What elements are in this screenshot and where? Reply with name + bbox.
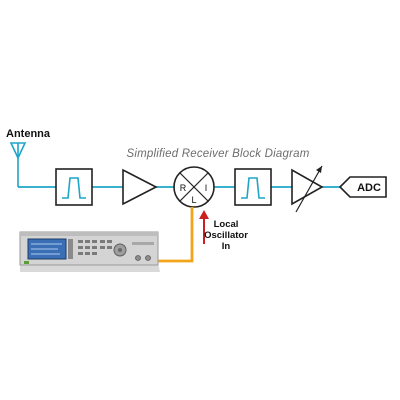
- mixer-port-r: R: [180, 183, 187, 193]
- lo-input-arrow: [199, 210, 209, 244]
- signal-generator-instrument: [19, 231, 160, 272]
- lo-label-line-2: Oscillator: [204, 230, 248, 241]
- antenna-label: Antenna: [6, 128, 51, 140]
- bandpass-filter-icon: [55, 168, 93, 206]
- adc-label: ADC: [357, 182, 381, 194]
- diagram-title: Simplified Receiver Block Diagram: [127, 148, 310, 160]
- antenna-icon: [9, 142, 27, 187]
- bandpass-filter-icon: [234, 168, 272, 206]
- lo-label-line-3: In: [222, 241, 231, 252]
- mixer-port-i: I: [205, 183, 208, 193]
- variable-gain-amplifier-icon: [291, 165, 324, 213]
- adc-block: ADC: [338, 176, 387, 198]
- amplifier-icon: [122, 168, 158, 206]
- lo-label-line-1: Local: [214, 219, 239, 230]
- instrument-keypad: [78, 240, 112, 255]
- mixer-icon: R I L: [173, 166, 215, 208]
- mixer-port-l: L: [191, 195, 196, 205]
- lo-cable: [150, 207, 194, 263]
